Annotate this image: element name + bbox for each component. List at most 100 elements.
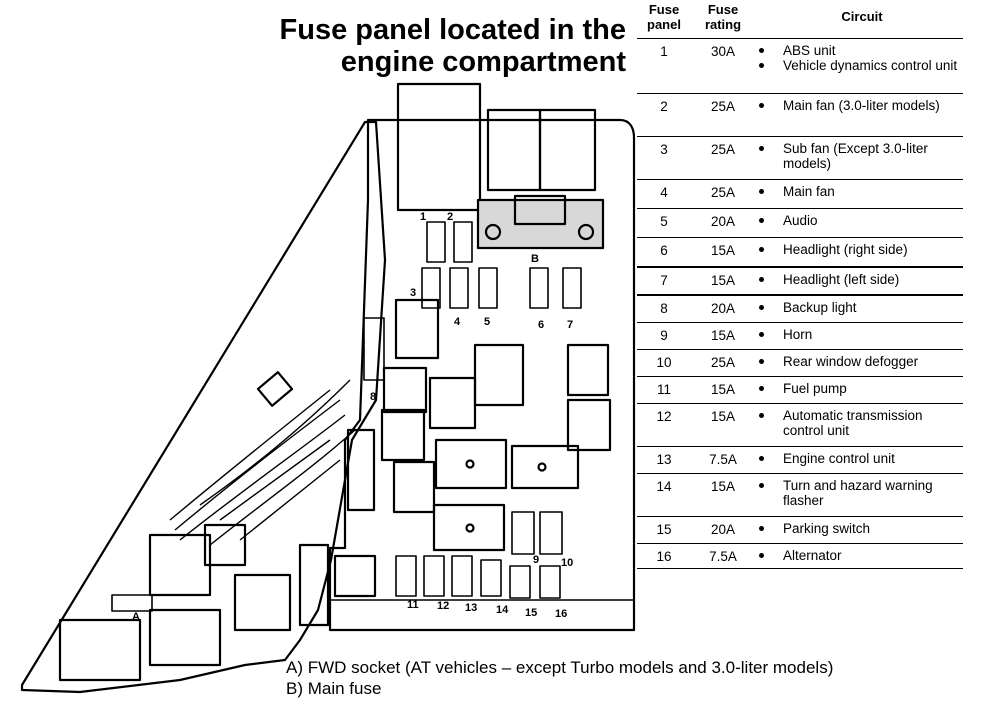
table-row: 16 7.5A Alternator: [637, 544, 963, 569]
fuse-box-outline: [328, 118, 636, 632]
relay-top-3: [538, 108, 597, 192]
fuse-label-4: 4: [454, 316, 461, 328]
fuse-slot-6: [529, 267, 549, 309]
fuse-number: 11: [656, 382, 671, 397]
circuit-item: Engine control unit: [755, 451, 959, 466]
fuse-label-12: 12: [437, 600, 449, 612]
bottom-connector-2: [333, 554, 377, 598]
circuit-list: Audio: [755, 213, 959, 228]
main-fuse-block: [476, 198, 605, 250]
fuse-label-6: 6: [538, 319, 544, 331]
fuse-rating: 20A: [710, 522, 736, 537]
circuit-item: Parking switch: [755, 521, 959, 536]
circuit-list: Parking switch: [755, 521, 959, 536]
fuse-number: 16: [656, 549, 672, 564]
relay-lower-3: [148, 533, 212, 597]
title-line-1: Fuse panel located in the: [279, 14, 626, 46]
fuse-slot-4: [449, 267, 469, 309]
relay-mid-2: [382, 366, 428, 414]
circuit-item: Headlight (right side): [755, 242, 959, 257]
circuit-item: ABS unit: [755, 43, 959, 58]
fuse-label-11: 11: [407, 599, 419, 611]
header-circuit: Circuit: [841, 9, 883, 24]
fuse-label-16: 16: [555, 608, 567, 620]
circuit-item: Fuel pump: [755, 381, 959, 396]
relay-mid-3: [428, 376, 477, 430]
fuse-number: 14: [656, 479, 672, 494]
fuse-label-1: 1: [420, 211, 426, 223]
fuse-slot-12: [423, 555, 445, 597]
relay-socket-2: [510, 444, 580, 490]
fuse-number: 5: [660, 214, 668, 229]
fuse-rating: 25A: [710, 355, 736, 370]
circuit-item: Turn and hazard warning flasher: [755, 478, 959, 508]
fuse-rating: 15A: [710, 409, 736, 424]
fuse-label-14: 14: [496, 604, 509, 616]
relay-mid-4: [473, 343, 525, 407]
circuit-item: Rear window defogger: [755, 354, 959, 369]
fuse-rating: 15A: [710, 243, 736, 258]
legend-notes: A) FWD socket (AT vehicles – except Turb…: [286, 657, 833, 699]
relay-lower-5: [203, 523, 247, 567]
fuse-slot-15: [509, 565, 531, 599]
circuit-list: Fuel pump: [755, 381, 959, 396]
circuit-item: Sub fan (Except 3.0-liter models): [755, 141, 959, 171]
circuit-list: Rear window defogger: [755, 354, 959, 369]
fuse-rating: 20A: [710, 301, 736, 316]
circuit-list: Sub fan (Except 3.0-liter models): [755, 141, 959, 171]
circuit-list: Horn: [755, 327, 959, 342]
fuse-label-3: 3: [410, 287, 416, 299]
note-a: A) FWD socket (AT vehicles – except Turb…: [286, 658, 834, 677]
fuse-slot-5: [478, 267, 498, 309]
fuse-rating: 25A: [710, 185, 736, 200]
fuse-label-8: 8: [370, 391, 376, 403]
circuit-item: Alternator: [755, 548, 959, 563]
fuse-rating: 15A: [710, 328, 736, 343]
socket-label-a: A: [132, 611, 140, 623]
circuit-item: Automatic transmission control unit: [755, 408, 959, 438]
fuse-number: 2: [660, 99, 668, 114]
fuse-slot-9: [511, 511, 535, 555]
circuit-item: Audio: [755, 213, 959, 228]
fuse-rating: 15A: [710, 382, 736, 397]
fuse-rating: 25A: [710, 99, 736, 114]
fuse-slot-3: [421, 267, 441, 309]
socket-label-b: B: [531, 253, 539, 265]
fuse-number: 8: [660, 301, 668, 316]
circuit-item: Vehicle dynamics control unit: [755, 58, 959, 73]
circuit-list: Alternator: [755, 548, 959, 563]
fuse-slot-16: [539, 565, 561, 599]
table-row: 3 25A Sub fan (Except 3.0-liter models): [637, 137, 963, 180]
fuse-slot-2: [453, 221, 473, 263]
relay-mid-1: [394, 298, 440, 360]
relay-top-1: [396, 82, 482, 212]
table-row: 6 15A Headlight (right side): [637, 238, 963, 268]
circuit-item: Headlight (left side): [755, 272, 959, 287]
relay-mid-5: [566, 343, 610, 397]
wire-harness: [169, 379, 356, 546]
fuse-label-10: 10: [561, 557, 573, 569]
circuit-list: Turn and hazard warning flasher: [755, 478, 959, 508]
fuse-number: 3: [660, 142, 668, 157]
fuse-slot-8: [363, 317, 385, 381]
fuse-number: 6: [660, 243, 668, 258]
table-header: Fuse panel Fuse rating Circuit: [637, 0, 963, 39]
fuse-number: 15: [656, 522, 672, 537]
bracket-outline: [20, 120, 387, 694]
relay-mid-7: [380, 408, 426, 462]
fuse-rating: 7.5A: [709, 549, 737, 564]
fuse-label-2: 2: [447, 211, 453, 223]
relay-mid-8: [392, 460, 436, 514]
side-connector: [346, 428, 376, 512]
bracket-connector: [256, 371, 294, 407]
fuse-rating: 25A: [710, 142, 736, 157]
relay-top-2: [486, 108, 542, 192]
fuse-number: 12: [656, 409, 672, 424]
